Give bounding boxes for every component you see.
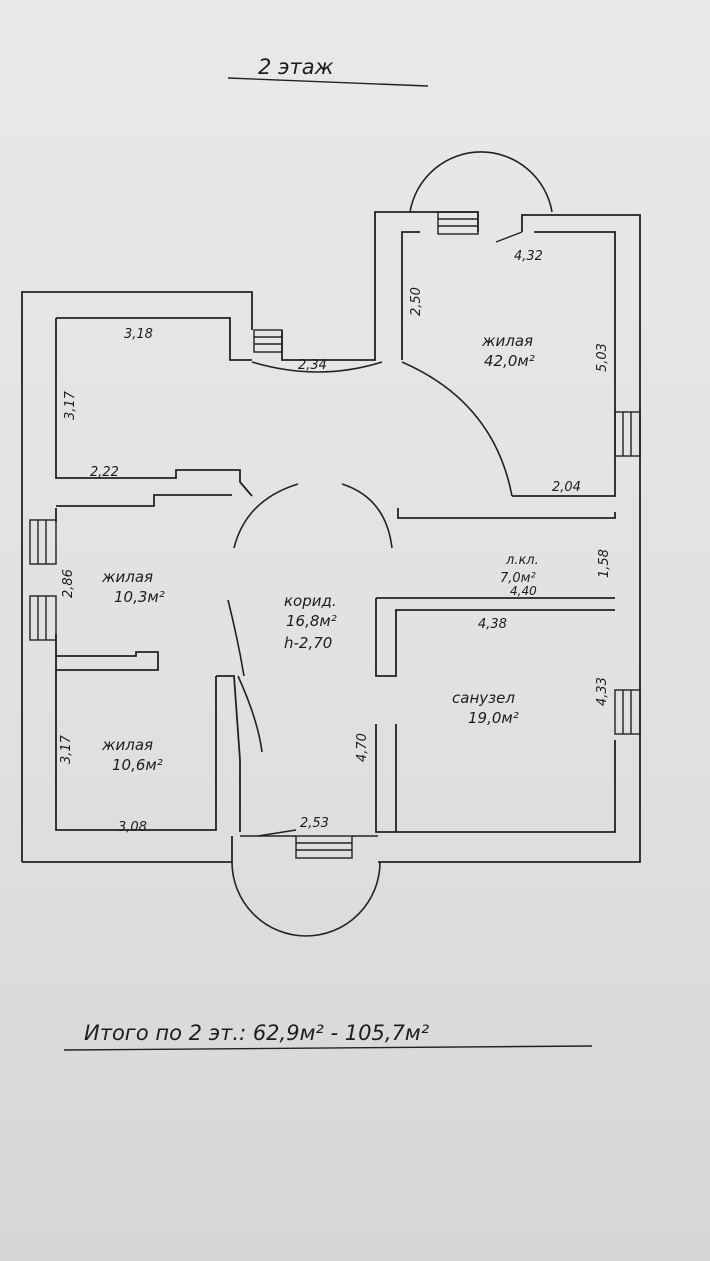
- dim-2-34: 2,34: [298, 358, 327, 373]
- room-living-mid-area: 10,3м²: [114, 588, 165, 606]
- dim-4-70: 4,70: [355, 733, 370, 762]
- door-arc-right: [341, 483, 393, 549]
- bay-window-bottom: [231, 861, 381, 937]
- dim-5-03: 5,03: [595, 343, 610, 372]
- dim-2-04: 2,04: [552, 480, 581, 495]
- partition-bath: [375, 724, 616, 833]
- door-leaf-bottom: [257, 829, 297, 837]
- inner-wall-outline: [55, 231, 616, 831]
- door-arc-mid-left: [227, 599, 245, 677]
- partition-left-rooms: [56, 651, 159, 671]
- door-leaf-top: [495, 231, 523, 243]
- room-living-mid-name: жилая: [101, 568, 153, 586]
- dim-2-86: 2,86: [61, 569, 76, 598]
- room-bathroom-name: санузел: [452, 689, 515, 707]
- dim-3-17-bottom: 3,17: [59, 734, 74, 764]
- dim-4-38: 4,38: [478, 617, 507, 632]
- window-right-lower: [614, 689, 641, 735]
- outer-wall: [21, 211, 641, 863]
- window-left-lower: [29, 595, 57, 641]
- dim-2-50: 2,50: [409, 287, 424, 316]
- window-top: [437, 211, 479, 235]
- partition-loggia-top: [397, 508, 616, 519]
- window-bottom: [295, 835, 353, 859]
- room-loggia-area: 7,0м²: [500, 571, 536, 586]
- room-living-small-name: жилая: [101, 736, 153, 754]
- room-living-big-area: 42,0м²: [484, 352, 535, 370]
- title-underline: [227, 77, 429, 87]
- window-right-upper: [614, 411, 641, 457]
- door-arc-low-left: [237, 675, 263, 753]
- room-corridor-area: 16,8м²: [286, 612, 337, 630]
- partition-corridor-left: [216, 675, 241, 832]
- door-arc-top: [251, 361, 383, 373]
- dim-3-18: 3,18: [124, 327, 153, 342]
- room-loggia-name: л.кл.: [505, 553, 539, 568]
- total-area: Итого по 2 эт.: 62,9м² - 105,7м²: [84, 1021, 430, 1045]
- dim-3-08: 3,08: [118, 820, 147, 835]
- room-bathroom-area: 19,0м²: [468, 709, 519, 727]
- window-top-left: [253, 329, 283, 353]
- room-living-big-name: жилая: [481, 332, 533, 350]
- door-arc-left: [233, 483, 299, 549]
- dim-3-17-top: 3,17: [63, 390, 78, 420]
- bay-window-top: [409, 151, 553, 213]
- room-corridor-name: корид.: [284, 592, 337, 610]
- dim-4-32: 4,32: [514, 249, 543, 264]
- partition-loggia-bottom: [376, 597, 615, 611]
- total-underline: [63, 1045, 593, 1051]
- room-living-small-area: 10,6м²: [112, 756, 163, 774]
- window-left-upper: [29, 519, 57, 565]
- room-corridor-height: h-2,70: [284, 634, 332, 652]
- dim-4-33: 4,33: [595, 677, 610, 706]
- floor-title: 2 этаж: [258, 55, 334, 79]
- dim-2-53: 2,53: [300, 816, 329, 831]
- partition-corridor-right: [375, 598, 397, 677]
- dim-4-40: 4,40: [510, 584, 537, 598]
- dim-2-22: 2,22: [90, 465, 119, 480]
- door-arc-big-room: [401, 361, 513, 497]
- dim-1-58: 1,58: [597, 549, 612, 578]
